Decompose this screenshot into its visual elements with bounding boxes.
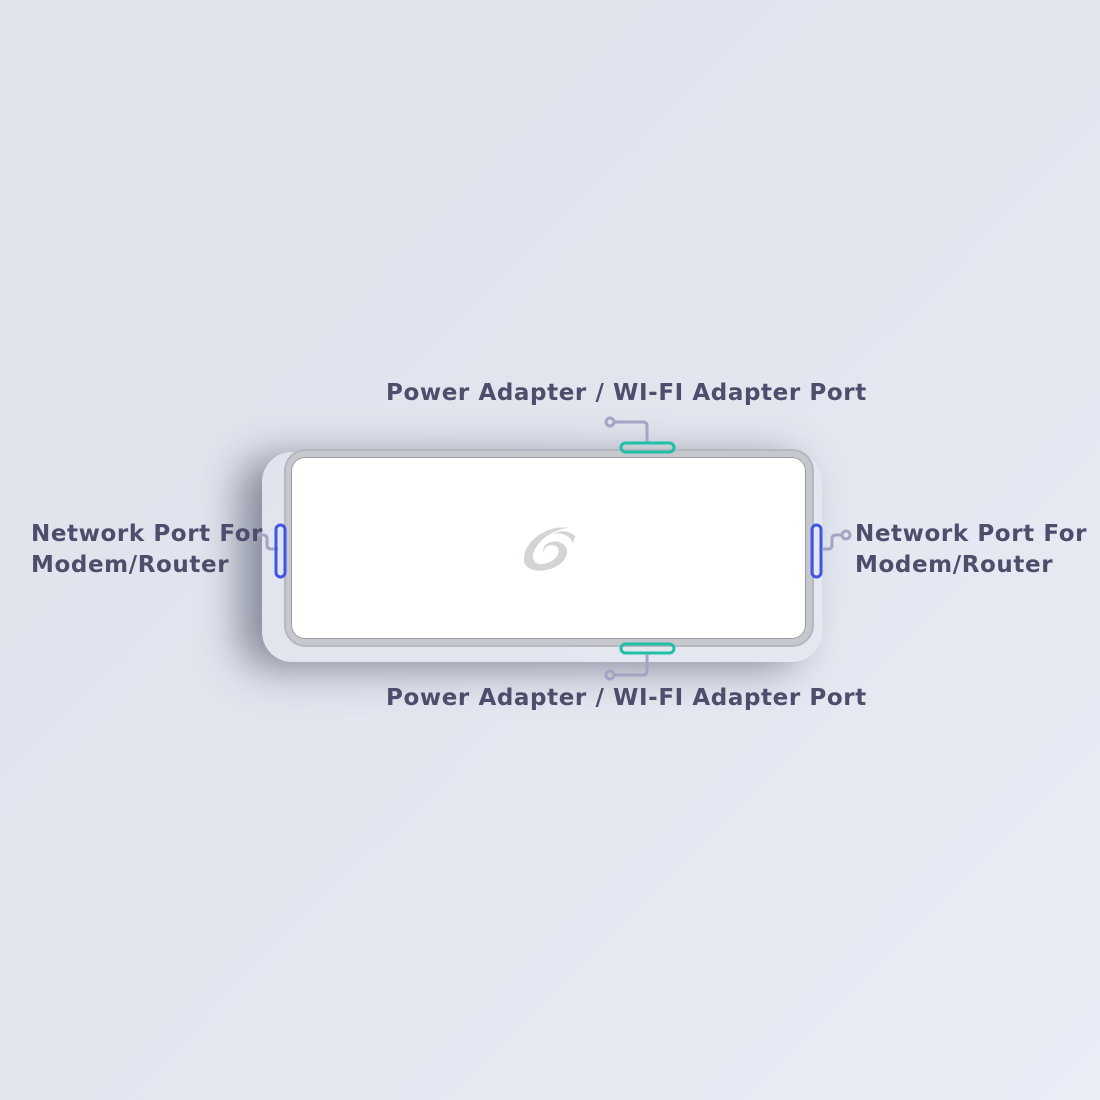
right-port-label: Network Port For Modem/Router xyxy=(855,519,1087,581)
right-network-port xyxy=(810,523,823,579)
left-network-port xyxy=(274,523,287,579)
right-port-label-line1: Network Port For xyxy=(855,521,1088,547)
swirl-logo-icon xyxy=(523,527,575,571)
bottom-power-port xyxy=(619,642,676,655)
top-power-port-leader xyxy=(604,416,649,444)
device-top-face xyxy=(291,457,806,639)
left-port-label-line2: Modem/Router xyxy=(31,552,230,578)
bottom-port-label: Power Adapter / WI-FI Adapter Port xyxy=(386,685,867,711)
top-port-label: Power Adapter / WI-FI Adapter Port xyxy=(386,380,867,406)
right-network-port-leader xyxy=(822,529,852,551)
right-port-label-line2: Modem/Router xyxy=(855,552,1054,578)
left-port-label-line1: Network Port For xyxy=(31,521,264,547)
bottom-power-port-leader xyxy=(604,654,649,681)
top-power-port xyxy=(619,441,676,454)
left-port-label: Network Port For Modem/Router xyxy=(31,519,263,581)
left-network-port-leader xyxy=(245,529,278,551)
